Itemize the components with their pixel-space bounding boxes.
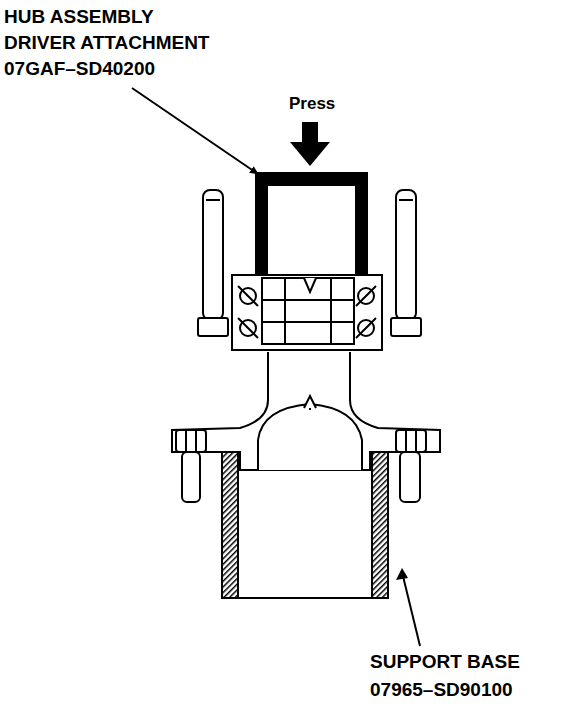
press-label: Press	[289, 94, 369, 114]
part-callout: HUB ASSEMBLY DRIVER ATTACHMENT 07GAF–SD4…	[4, 4, 226, 82]
wheel-stud	[198, 190, 421, 336]
leader-arrowhead	[396, 568, 408, 580]
hub-bearing	[232, 275, 382, 350]
flange-bolt	[176, 430, 426, 502]
part-callout: SUPPORT BASE 07965–SD90100	[370, 648, 570, 704]
hub-flange	[172, 352, 440, 470]
driver-attachment	[255, 172, 368, 276]
support-base	[222, 452, 388, 598]
leader-line	[132, 88, 258, 174]
press-arrow	[290, 122, 330, 166]
leader-line	[402, 572, 420, 646]
